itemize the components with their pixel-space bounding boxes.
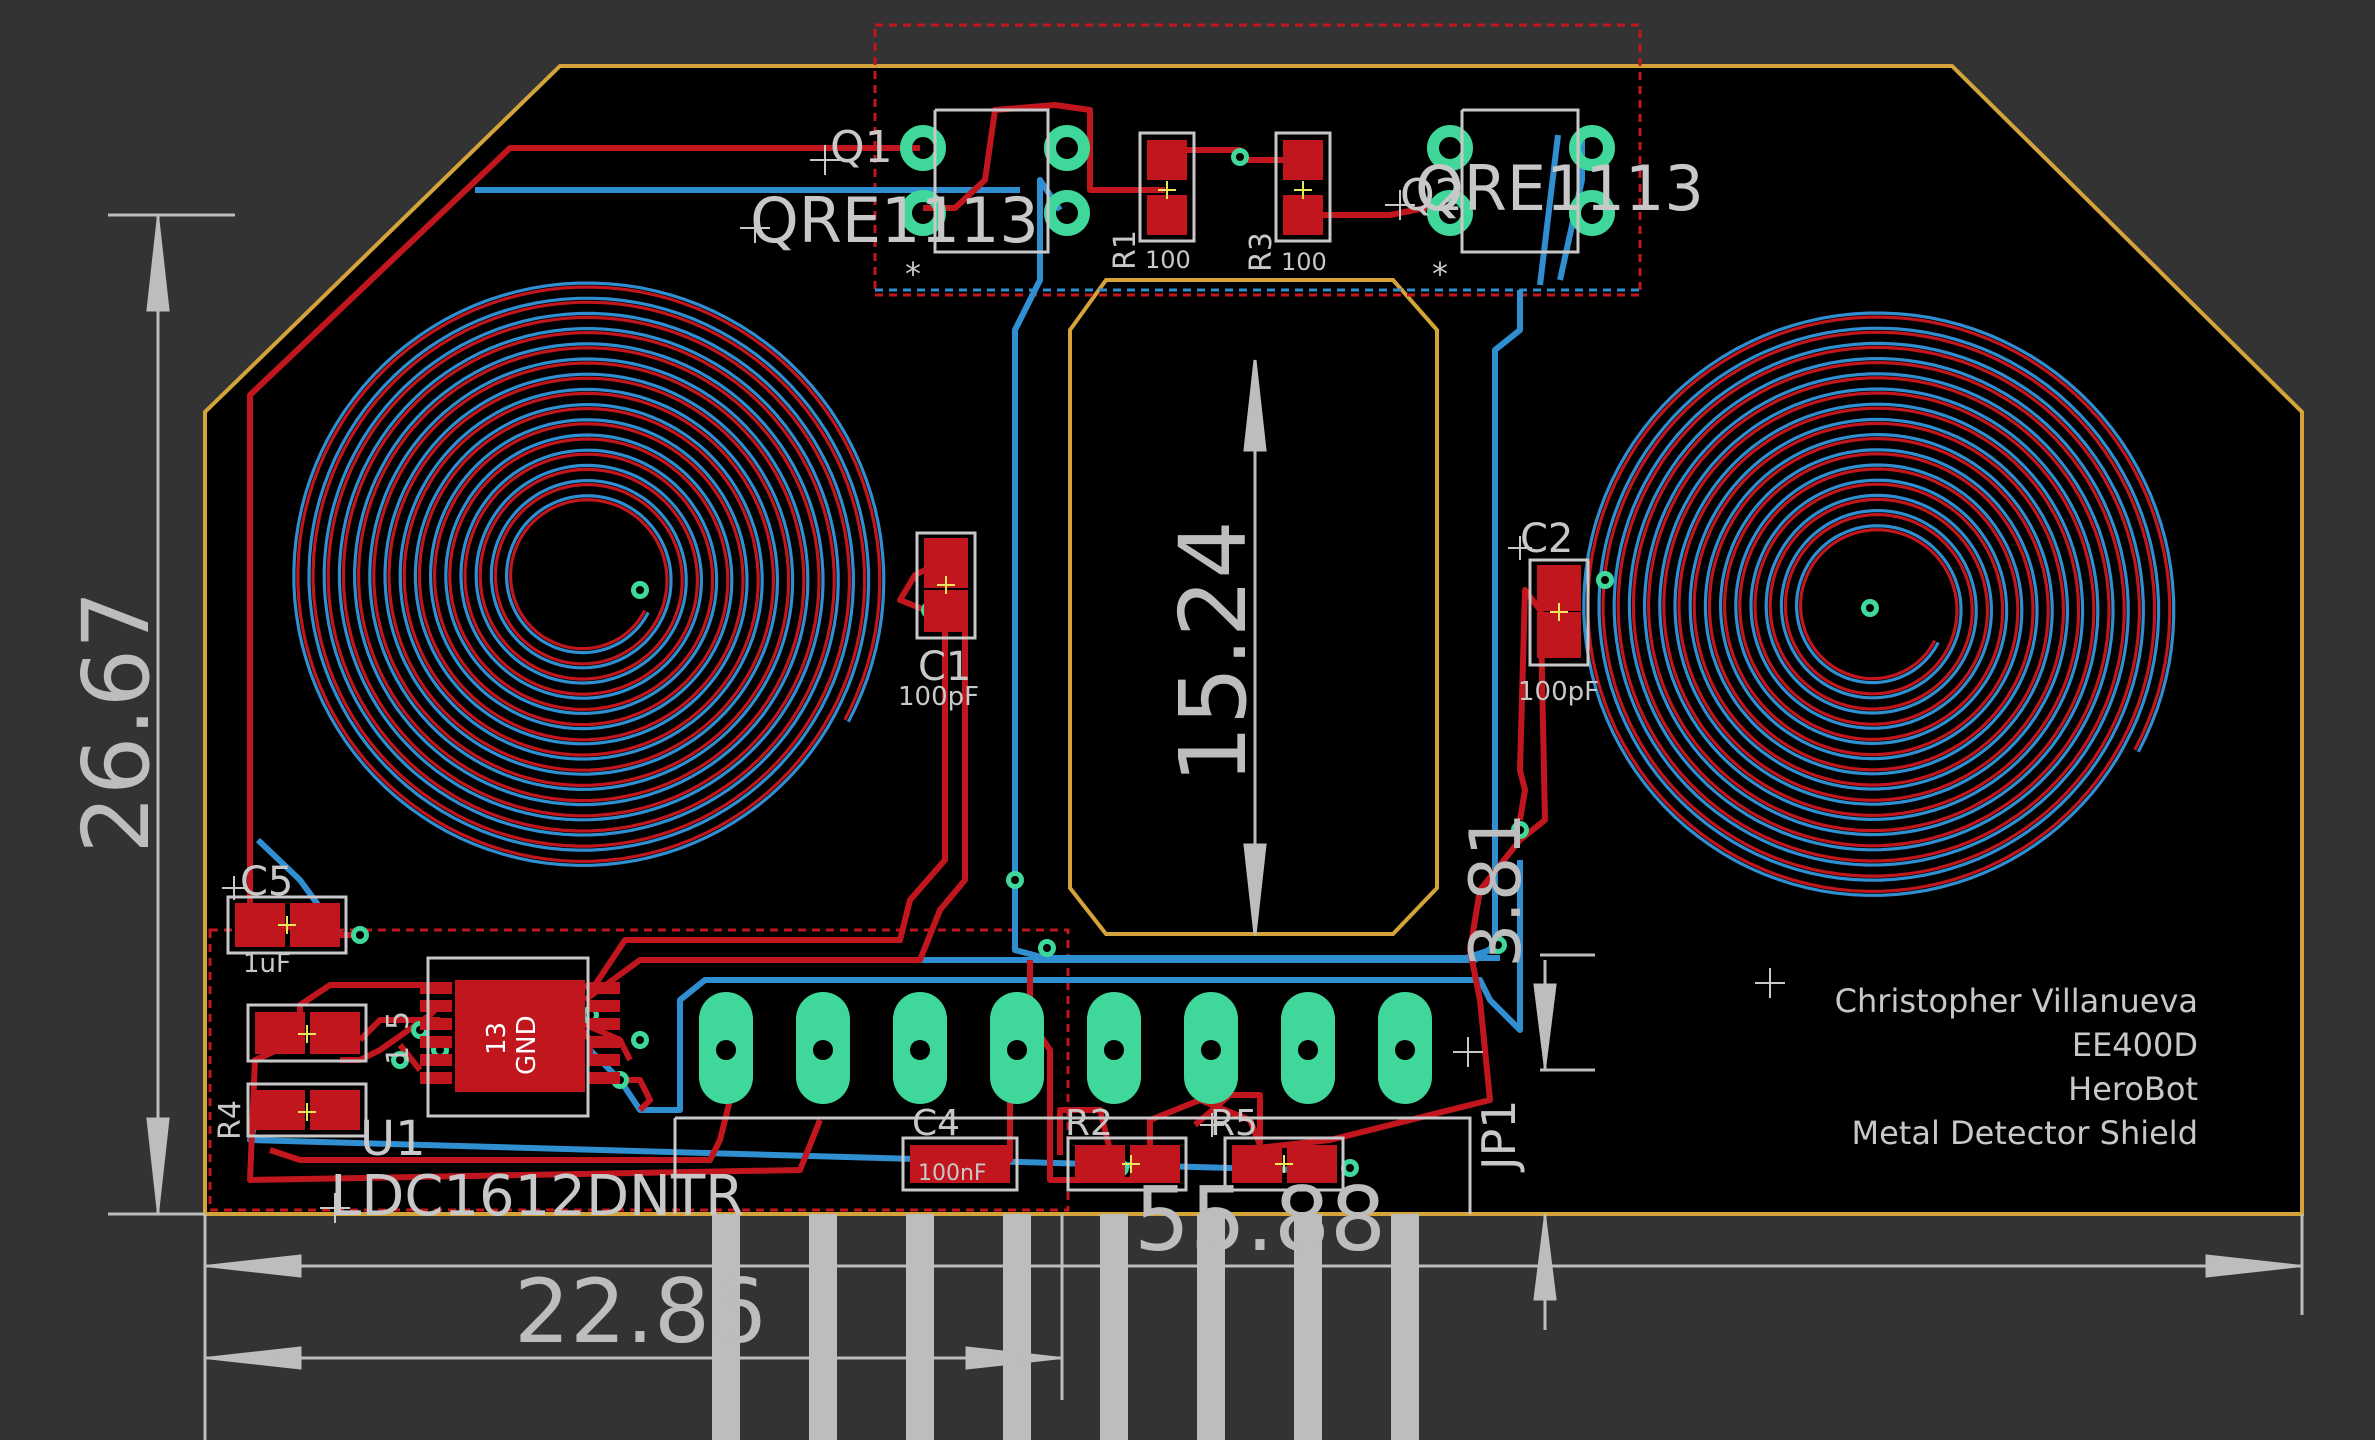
left-sensor-coil <box>292 281 886 867</box>
r3-value: 100 <box>1281 248 1327 276</box>
c5-value: 1uF <box>243 949 291 979</box>
dimension-window-height: 15.24 <box>1160 520 1267 783</box>
dimension-left-height: 26.67 <box>63 590 170 853</box>
q1-pin1-marker: * <box>905 255 921 293</box>
r5-label: R5 <box>1210 1103 1258 1144</box>
smd-pads <box>235 140 1581 1183</box>
board-notes: Christopher Villanueva EE400D HeroBot Me… <box>1835 982 2198 1152</box>
dimension-small-gap: 3.81 <box>1455 812 1537 968</box>
r2-label: R2 <box>1065 1103 1113 1144</box>
note-author: Christopher Villanueva <box>1835 982 2198 1020</box>
bottom-copper-traces <box>247 130 1585 1173</box>
c2-label: C2 <box>1520 516 1573 562</box>
c1-label: C1 <box>918 644 971 690</box>
q2-part-label: QRE1113 <box>1415 152 1704 225</box>
pad-center-marks <box>278 181 1568 1173</box>
u1-part-label: LDC1612DNTR <box>330 1164 744 1229</box>
c4-label: C4 <box>912 1103 960 1144</box>
r1-label: R1 <box>1108 230 1143 270</box>
q-outlines <box>933 108 1580 254</box>
q1-pads <box>900 125 1090 236</box>
u1-keepout-outline <box>208 928 1070 1212</box>
u1-gnd-label: GND <box>512 1015 542 1075</box>
r3-label: R3 <box>1244 232 1279 272</box>
jp1-header-pads <box>699 992 1432 1104</box>
note-project: HeroBot <box>2068 1070 2198 1108</box>
q1-label: Q1 <box>830 122 893 173</box>
q2-pin1-marker: * <box>1432 255 1448 293</box>
right-sensor-coil <box>1582 311 2176 897</box>
u1-pin1-label: 1 <box>381 1046 416 1065</box>
r4-label: R4 <box>213 1100 248 1140</box>
c2-value: 100pF <box>1518 677 1599 707</box>
jp1-label: JP1 <box>1472 1099 1526 1173</box>
note-course: EE400D <box>2072 1026 2198 1064</box>
u1-pad-number: 13 <box>482 1022 512 1055</box>
u1-label: U1 <box>360 1111 426 1167</box>
header-pins <box>712 1214 1419 1440</box>
dimension-header-width: 22.86 <box>514 1260 766 1363</box>
q2-pads <box>1427 125 1615 236</box>
c4-value: 100nF <box>918 1161 987 1186</box>
origin-markers <box>222 145 1785 1223</box>
c1-value: 100pF <box>898 682 979 712</box>
silk-outlines <box>226 131 1590 1192</box>
q1-part-label: QRE1113 <box>750 184 1039 257</box>
r1-value: 100 <box>1145 246 1191 274</box>
u1-outline <box>426 956 590 1118</box>
dimension-lines <box>108 213 2304 1440</box>
q2-label: Q2 <box>1400 170 1463 221</box>
jp1-outline <box>673 1116 1472 1214</box>
u1-pin5-label: 5 <box>381 1011 416 1030</box>
c5-label: C5 <box>240 859 293 905</box>
note-title: Metal Detector Shield <box>1852 1114 2199 1152</box>
dimension-bottom-width: 55.88 <box>1134 1168 1386 1271</box>
sensor-module-outline <box>873 23 1642 297</box>
